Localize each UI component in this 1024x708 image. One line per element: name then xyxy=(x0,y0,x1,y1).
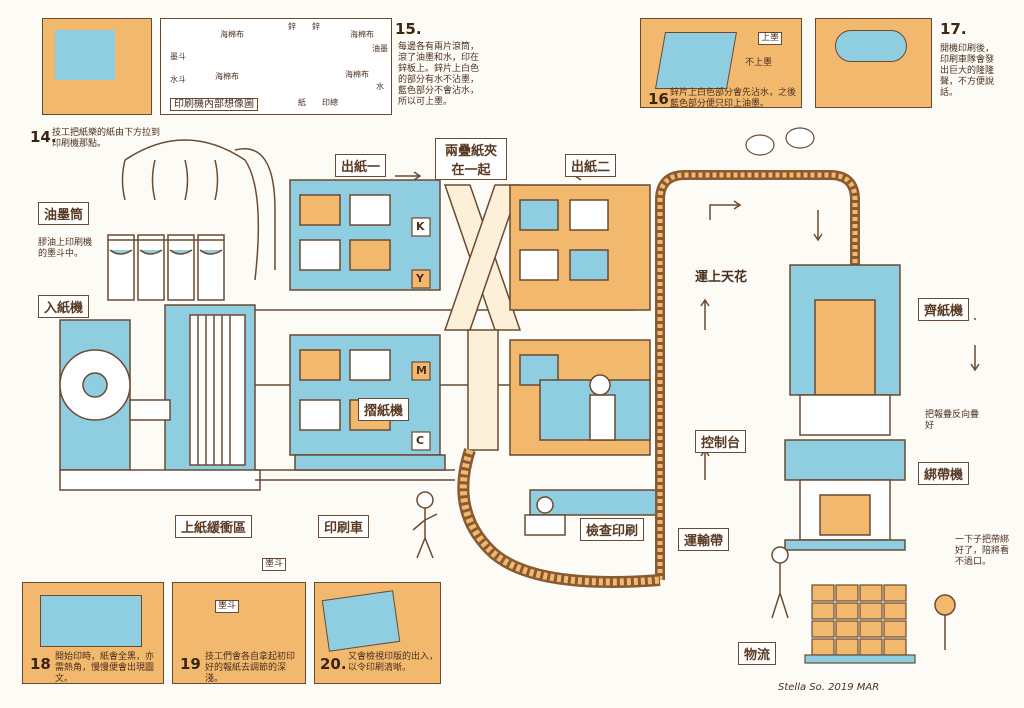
label-control-desk: 控制台 xyxy=(695,430,747,453)
plate-m: M xyxy=(416,364,427,377)
panel-19-sign: 墨斗 xyxy=(262,558,287,571)
panel-20-scene xyxy=(321,590,401,652)
panel-15-number: 15. xyxy=(395,20,422,38)
panel-14-number: 14. xyxy=(30,128,57,146)
panel-17-text: 開機印刷後，印刷車隊會發出巨大的隆隆聲，不方便說話。 xyxy=(940,44,995,98)
label-feed-machine: 入紙機 xyxy=(38,295,90,318)
speech-bubbles xyxy=(745,127,815,156)
panel-17-number: 17. xyxy=(940,20,967,38)
p15-impression: 印總 xyxy=(322,98,338,107)
label-press-cart: 印刷車 xyxy=(318,515,370,538)
p15-zinc-1: 鋅 xyxy=(288,22,296,31)
panel-16-number: 16 xyxy=(648,90,669,108)
p15-sponge-br: 海棉布 xyxy=(345,70,369,79)
panel-19-sign2: 墨斗 xyxy=(215,600,240,613)
panel-20-number: 20. xyxy=(320,655,347,673)
ink-c: C xyxy=(116,259,127,275)
plate-k: K xyxy=(416,220,425,233)
label-stacker: 齊紙機 xyxy=(918,298,970,321)
label-logistics: 物流 xyxy=(738,642,777,665)
artist-signature: Stella So. 2019 MAR xyxy=(778,682,880,693)
control-desk xyxy=(529,374,661,516)
panel-14-text: 技工把紙樂的紙由下方拉到印刷機那點。 xyxy=(52,128,161,149)
binder-machine xyxy=(784,439,906,551)
stacker-desc: 把報疊反向疊好 xyxy=(925,410,980,431)
label-buffer: 上紙緩衝區 xyxy=(175,515,253,538)
panel-18-scene xyxy=(40,595,142,647)
panel-18-number: 18 xyxy=(30,655,51,673)
p15-ink-left: 墨斗 xyxy=(170,52,186,61)
p15-sponge-bl: 海棉布 xyxy=(215,72,239,81)
panel-16-no-ink: 不上墨 xyxy=(745,58,773,68)
label-binder: 綁帶機 xyxy=(918,462,970,485)
label-check-print: 檢查印刷 xyxy=(580,518,645,541)
panel-19-number: 19 xyxy=(180,655,201,673)
panel-16-ink: 上墨 xyxy=(758,32,783,45)
merge-strips xyxy=(443,184,522,451)
panel-15-caption: 印刷機內部想像圖 xyxy=(170,98,258,111)
workers xyxy=(412,491,956,650)
plate-c: C xyxy=(416,434,425,447)
logistics-boxes xyxy=(804,584,916,664)
plate-tags xyxy=(411,217,431,451)
p15-water-left: 水斗 xyxy=(170,75,186,84)
panel-19-text: 技工們會各自拿起初印好的報紙去調節的深淺。 xyxy=(205,652,296,684)
label-conveyor: 運輸帶 xyxy=(678,528,730,551)
panel-14-scene xyxy=(55,30,115,80)
panel-15-text: 每邊各有兩片滾筒，滾了油墨和水，印在鋅板上。鋅片上白色的部分有水不沾墨，藍色部分… xyxy=(398,42,480,107)
p15-sponge-tl: 海棉布 xyxy=(220,30,244,39)
p15-zinc-2: 鋅 xyxy=(312,22,320,31)
panel-16-text: 鋅片上白色部分會先沾水，之後藍色部分便只印上油墨。 xyxy=(670,88,797,109)
ink-tank-desc: 膠油上印刷機的墨斗中。 xyxy=(38,238,93,259)
label-exit-1: 出紙一 xyxy=(335,154,387,177)
panel-19 xyxy=(172,582,306,684)
label-folder: 摺紙機 xyxy=(358,398,410,421)
ink-m: M xyxy=(146,259,160,275)
panel-20-text: 又會檢視印版的出入，以令印刷清晰。 xyxy=(348,652,439,673)
p15-ink-right: 油墨 xyxy=(372,44,388,53)
label-merge: 兩疊紙夾在一起 xyxy=(435,138,507,180)
p15-sponge-tr: 海棉布 xyxy=(350,30,374,39)
panel-16-sheet xyxy=(654,32,738,89)
p15-water-right: 水 xyxy=(376,82,384,91)
plate-y: Y xyxy=(416,272,424,285)
panel-17-balloons xyxy=(835,30,907,62)
stacker-machine xyxy=(789,264,901,436)
ink-k: K xyxy=(206,259,217,275)
conveyor-belt xyxy=(457,170,860,588)
ink-tanks xyxy=(107,139,276,301)
label-ink-tank: 油墨筒 xyxy=(38,202,90,225)
ink-y: Y xyxy=(176,259,187,275)
panel-18-text: 開始印時，紙會全黑，亦需熱角，慢慢便會出現圖文。 xyxy=(55,652,155,684)
feed-machine xyxy=(59,304,261,491)
label-convey-up: 運上天花 xyxy=(695,270,748,285)
binder-desc: 一下子把帶綁好了，陪將看不過口。 xyxy=(955,535,1010,567)
p15-paper: 紙 xyxy=(298,98,306,107)
label-exit-2: 出紙二 xyxy=(565,154,617,177)
